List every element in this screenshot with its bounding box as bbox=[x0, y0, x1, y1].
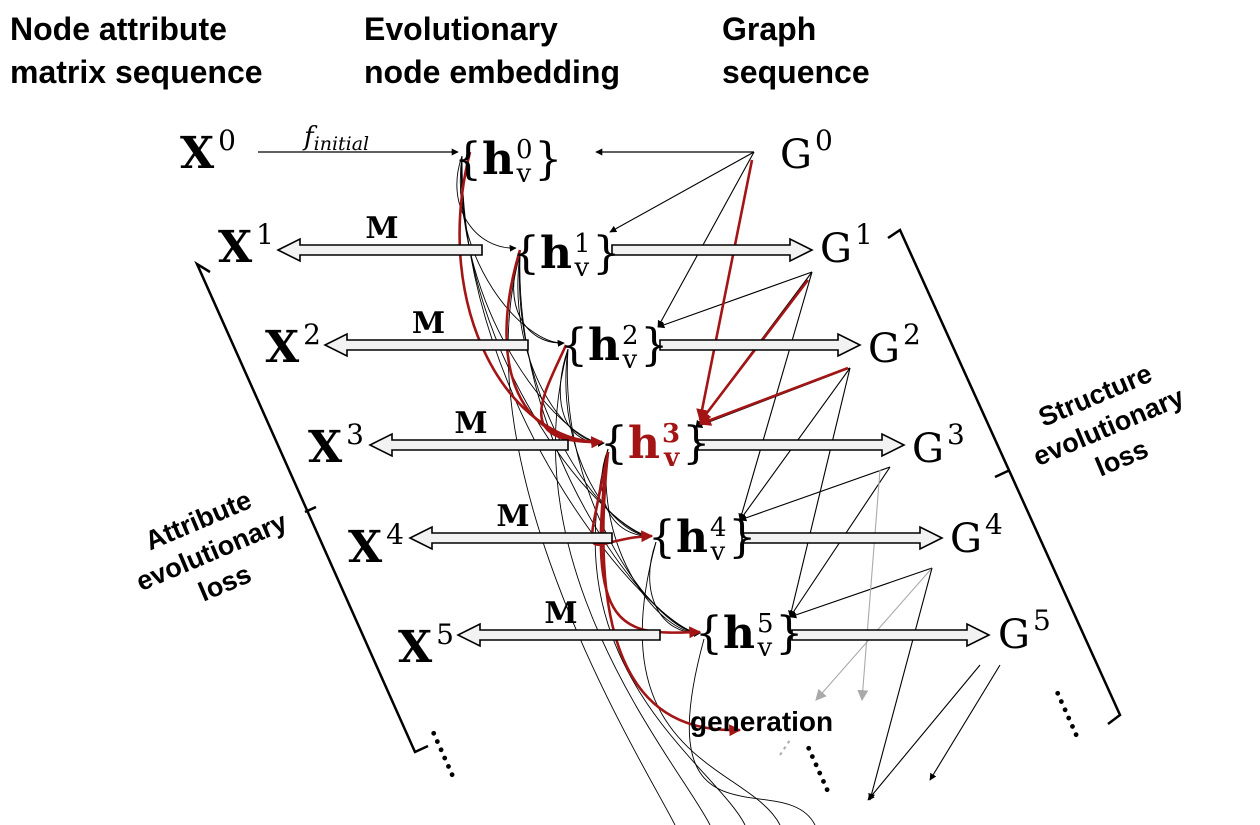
h4-to-next-curve bbox=[642, 541, 781, 825]
attribute-ellipsis: ...... bbox=[424, 721, 473, 783]
m-label-3: M bbox=[454, 406, 487, 441]
header-embedding-line-1: Evolutionary bbox=[364, 11, 558, 47]
m-arrow-h2-to-x2 bbox=[323, 332, 529, 358]
h4-to-g4-arrow bbox=[741, 525, 944, 551]
h1-to-h3-red-arrow bbox=[505, 249, 604, 449]
structure-loss-label: Structure evolutionary loss bbox=[1029, 358, 1189, 482]
header-embedding-line-2: node embedding bbox=[364, 54, 620, 90]
f-initial-label: finitial bbox=[302, 122, 369, 155]
g2-to-h3-red-arrow bbox=[698, 366, 849, 426]
g1-to-h2-arrow bbox=[657, 271, 813, 329]
structure-loss-bracket bbox=[887, 228, 1122, 725]
m-arrow-h4-to-x4 bbox=[408, 525, 613, 551]
h0-to-h5-curve bbox=[461, 155, 701, 637]
generation-label: generation bbox=[690, 706, 833, 737]
m-arrow-h3-to-x3 bbox=[368, 432, 569, 458]
f-initial-arrow: finitial bbox=[258, 122, 459, 156]
h2-to-g2-arrow bbox=[659, 332, 862, 358]
h3-to-h6-red-arrow bbox=[602, 451, 742, 737]
header-graph-line-2: sequence bbox=[722, 54, 870, 90]
g2-to-h5-arrow bbox=[788, 367, 851, 618]
mapping-arrows: M M M M M bbox=[276, 211, 661, 648]
header-attribute-line-1: Node attribute bbox=[10, 11, 227, 47]
attribute-loss-bracket bbox=[194, 260, 429, 754]
h1-to-g1-arrow bbox=[611, 237, 814, 263]
embedding-dependency-curves bbox=[456, 155, 816, 825]
header-attribute-line-2: matrix sequence bbox=[10, 54, 263, 90]
attribute-loss-label: Attribute evolutionary loss bbox=[132, 485, 292, 608]
m-label-2: M bbox=[412, 306, 445, 341]
m-arrow-h1-to-x1 bbox=[276, 237, 483, 263]
h5-to-next-curve bbox=[688, 638, 816, 825]
h0-to-h3-red-arrow bbox=[458, 151, 604, 449]
g5-to-next-arrow bbox=[867, 664, 981, 801]
h0-to-h3-curve bbox=[460, 155, 605, 447]
m-label-5: M bbox=[544, 596, 577, 631]
g0-to-h1-arrow bbox=[609, 151, 755, 233]
attribute-bracket-tick bbox=[304, 505, 317, 514]
h1-to-h4-curve bbox=[518, 253, 653, 540]
h2-to-h4-curve bbox=[565, 348, 653, 540]
g4-to-next-arrow bbox=[868, 567, 933, 801]
m-label-4: M bbox=[496, 499, 529, 534]
h5-to-g5-arrow bbox=[791, 622, 991, 648]
g0-to-h2-arrow bbox=[657, 151, 755, 328]
g0-to-h3-red-arrow bbox=[696, 159, 754, 422]
g1-to-h3-red-arrow bbox=[698, 279, 810, 423]
embedding-ellipsis: ...... bbox=[799, 736, 848, 798]
m-label-1: M bbox=[365, 211, 398, 246]
h2-to-h5-curve bbox=[566, 348, 701, 637]
g3-to-generation-arrow bbox=[857, 469, 881, 702]
graph-ellipsis: ...... bbox=[1048, 681, 1097, 743]
header-graph-line-1: Graph bbox=[722, 11, 817, 47]
embedding-to-graph-arrows bbox=[611, 237, 991, 648]
header-evolutionary-node-embedding: Evolutionary node embedding bbox=[364, 8, 620, 94]
g4-to-h5-arrow bbox=[789, 567, 933, 619]
h1-to-h3-curve bbox=[517, 253, 605, 447]
h3-to-h5-red-arrow bbox=[599, 451, 702, 639]
structure-bracket-line bbox=[887, 228, 1122, 725]
g3-to-h4-arrow bbox=[739, 466, 891, 522]
m-arrow-h5-to-x5 bbox=[456, 622, 661, 648]
generation-faded-dots bbox=[779, 739, 791, 756]
h2-to-next-curve bbox=[555, 348, 711, 825]
h3-to-g3-arrow bbox=[697, 432, 906, 458]
h2-to-h3-red-arrow bbox=[539, 344, 604, 449]
attribute-bracket-line bbox=[194, 260, 429, 754]
h0-to-h1-curve bbox=[456, 155, 517, 252]
g5-to-next-arrow-2 bbox=[929, 664, 1001, 781]
header-attribute-matrix-sequence: Node attribute matrix sequence bbox=[10, 8, 263, 94]
structure-bracket-tick bbox=[994, 468, 1011, 479]
header-graph-sequence: Graph sequence bbox=[722, 8, 870, 94]
